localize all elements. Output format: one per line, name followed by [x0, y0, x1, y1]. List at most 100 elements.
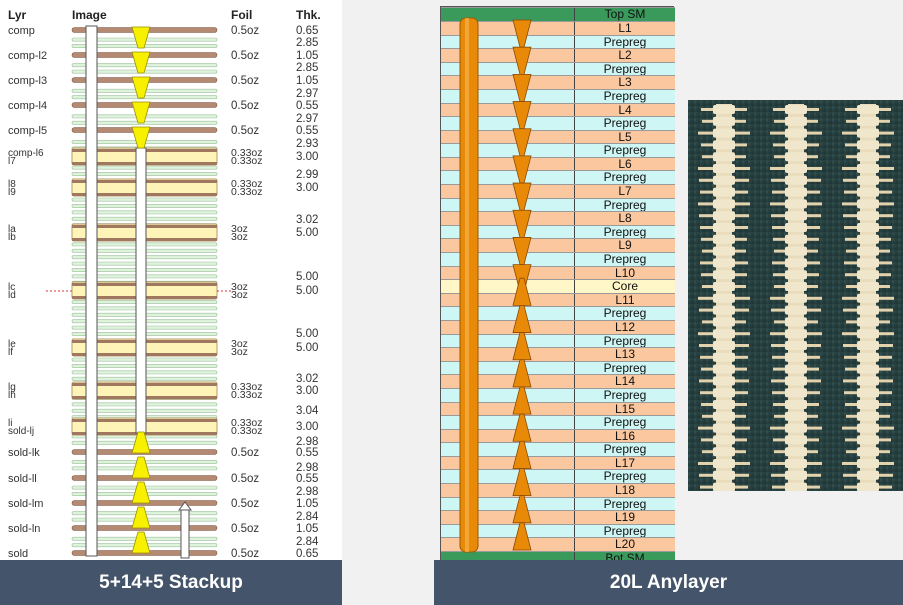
- layer-name: comp: [8, 25, 35, 37]
- stacked-micro-via: [512, 413, 532, 442]
- via-pad: [713, 223, 735, 232]
- foil-weight: 3oz: [231, 289, 248, 301]
- via-pad: [713, 388, 735, 398]
- layer-label: Prepreg: [574, 361, 675, 375]
- layer-label: L16: [574, 429, 675, 443]
- layer-name: sold-ll: [8, 473, 37, 485]
- foil-weight: 0.5oz: [231, 100, 259, 112]
- via-pad: [785, 105, 807, 114]
- via-pad: [857, 175, 879, 185]
- layer-label: L17: [574, 456, 675, 470]
- micro-via: [131, 531, 151, 554]
- via-pad: [857, 128, 879, 138]
- dielectric-thickness: 2.93: [296, 138, 318, 150]
- layer-label: L13: [574, 348, 675, 361]
- via-pad: [785, 435, 807, 445]
- via-column: [770, 104, 822, 491]
- prepreg-layer: Prepreg: [441, 496, 675, 511]
- via-pad: [857, 459, 879, 468]
- via-pad: [785, 140, 807, 150]
- prepreg-layer: Prepreg: [441, 306, 675, 320]
- stacked-micro-via: [512, 304, 532, 333]
- via-pad: [857, 341, 879, 350]
- layer-name: lh: [8, 390, 16, 401]
- layer-thickness: 1.05: [296, 498, 318, 510]
- layer-name: sold-lm: [8, 498, 43, 510]
- prepreg-layer: Prepreg: [441, 360, 675, 375]
- foil-weight: 0.33oz: [231, 178, 263, 190]
- via-pad: [785, 187, 807, 197]
- via-pad: [857, 293, 879, 303]
- via-pad: [713, 470, 735, 480]
- prepreg-layer: Prepreg: [441, 61, 675, 76]
- layer-name: ld: [8, 290, 16, 301]
- layer-name: comp-l5: [8, 125, 47, 137]
- via-pad: [857, 105, 879, 114]
- layer-name: comp-l4: [8, 100, 47, 112]
- layer-thickness: 3.00: [296, 151, 318, 163]
- layer-name: comp-l2: [8, 50, 47, 62]
- dielectric-thickness: 5.00: [296, 271, 318, 283]
- dielectric-thickness: 2.97: [296, 88, 318, 100]
- layer-name: lf: [8, 347, 13, 358]
- via-pad: [857, 140, 879, 150]
- foil-weight: 3oz: [231, 346, 248, 358]
- via-pad: [857, 329, 879, 339]
- copper-layer: L6: [441, 156, 675, 171]
- stacked-micro-via: [512, 19, 532, 48]
- via-pad: [785, 246, 807, 256]
- via-pad: [785, 352, 807, 362]
- copper-layer: L13: [441, 347, 675, 361]
- layer-name: l9: [8, 187, 16, 198]
- via-column: [842, 104, 894, 491]
- foil-weight: 0.33oz: [231, 186, 263, 198]
- via-pad: [713, 211, 735, 221]
- layer-thickness: 0.55: [296, 447, 318, 459]
- via-pad: [857, 152, 879, 162]
- stacked-micro-via: [512, 332, 532, 361]
- via-pad: [857, 164, 879, 173]
- dielectric-thickness: 2.97: [296, 113, 318, 125]
- via-pad: [785, 447, 807, 457]
- via-pad: [785, 116, 807, 126]
- via-pad: [713, 317, 735, 327]
- copper-layer: L20: [441, 537, 675, 551]
- prepreg-layer: Prepreg: [441, 469, 675, 484]
- layer-thickness: 3.00: [296, 421, 318, 433]
- via-pad: [785, 293, 807, 303]
- header-thickness: Thk.: [296, 8, 321, 22]
- layer-thickness: 5.00: [296, 285, 318, 297]
- layer-thickness: 0.55: [296, 100, 318, 112]
- via-pad: [785, 341, 807, 350]
- via-pad: [713, 447, 735, 457]
- stacked-micro-via: [512, 128, 532, 157]
- anylayer-via-overlay: [459, 17, 532, 553]
- via-pad: [785, 152, 807, 162]
- stacked-micro-via: [512, 237, 532, 266]
- copper-layer: L15: [441, 401, 675, 416]
- layer-thickness: 0.65: [296, 548, 318, 560]
- prepreg-layer: Prepreg: [441, 88, 675, 103]
- layer-label: L6: [574, 157, 675, 171]
- via-pad: [785, 411, 807, 421]
- stacked-micro-via: [512, 468, 532, 497]
- prepreg-layer: Prepreg: [441, 34, 675, 49]
- copper-layer: L18: [441, 483, 675, 497]
- layer-label: Prepreg: [574, 307, 675, 320]
- foil-weight: 0.5oz: [231, 523, 259, 535]
- layer-thickness: 5.00: [296, 342, 318, 354]
- stacked-micro-via: [512, 182, 532, 211]
- via-pad: [713, 459, 735, 468]
- dielectric-thickness: 3.02: [296, 373, 318, 385]
- prepreg-layer: Prepreg: [441, 442, 675, 456]
- layer-label: L3: [574, 76, 675, 89]
- layer-thickness: 1.05: [296, 75, 318, 87]
- dielectric-thickness: 3.04: [296, 405, 319, 417]
- stacked-micro-via: [512, 73, 532, 102]
- via-pad: [857, 282, 879, 291]
- layer-name: sold-lk: [8, 447, 40, 459]
- via-pad: [713, 482, 735, 491]
